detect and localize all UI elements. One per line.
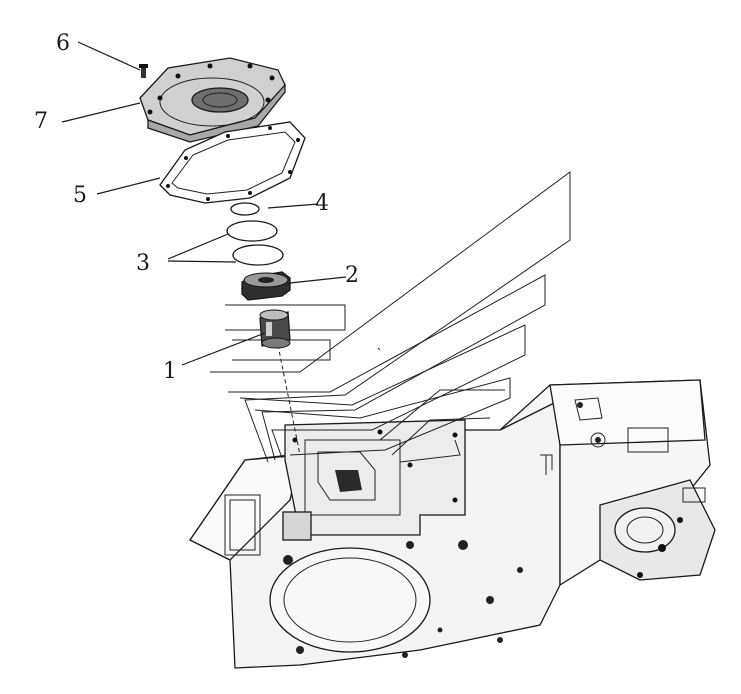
callout-7: 7	[34, 109, 48, 134]
gasket	[159, 121, 306, 204]
bolt	[139, 64, 148, 78]
o-rings	[226, 220, 284, 266]
gear-housing	[189, 379, 716, 669]
callout-3: 3	[136, 251, 150, 276]
callout-5: 5	[73, 183, 87, 208]
bushing	[241, 271, 291, 301]
leader-lines	[61, 41, 347, 366]
callout-1: 1	[163, 359, 177, 384]
callout-6: 6	[56, 31, 70, 56]
shaft-sleeve	[259, 309, 291, 349]
assembly-axis	[277, 344, 301, 456]
small-o-ring	[230, 202, 260, 216]
callout-4: 4	[315, 191, 329, 216]
assembly-guide-lines	[210, 171, 571, 463]
callout-labels: 6 7 5 4 3 2 1	[34, 31, 359, 384]
end-cover-flange	[139, 57, 286, 143]
callout-2: 2	[345, 263, 359, 288]
